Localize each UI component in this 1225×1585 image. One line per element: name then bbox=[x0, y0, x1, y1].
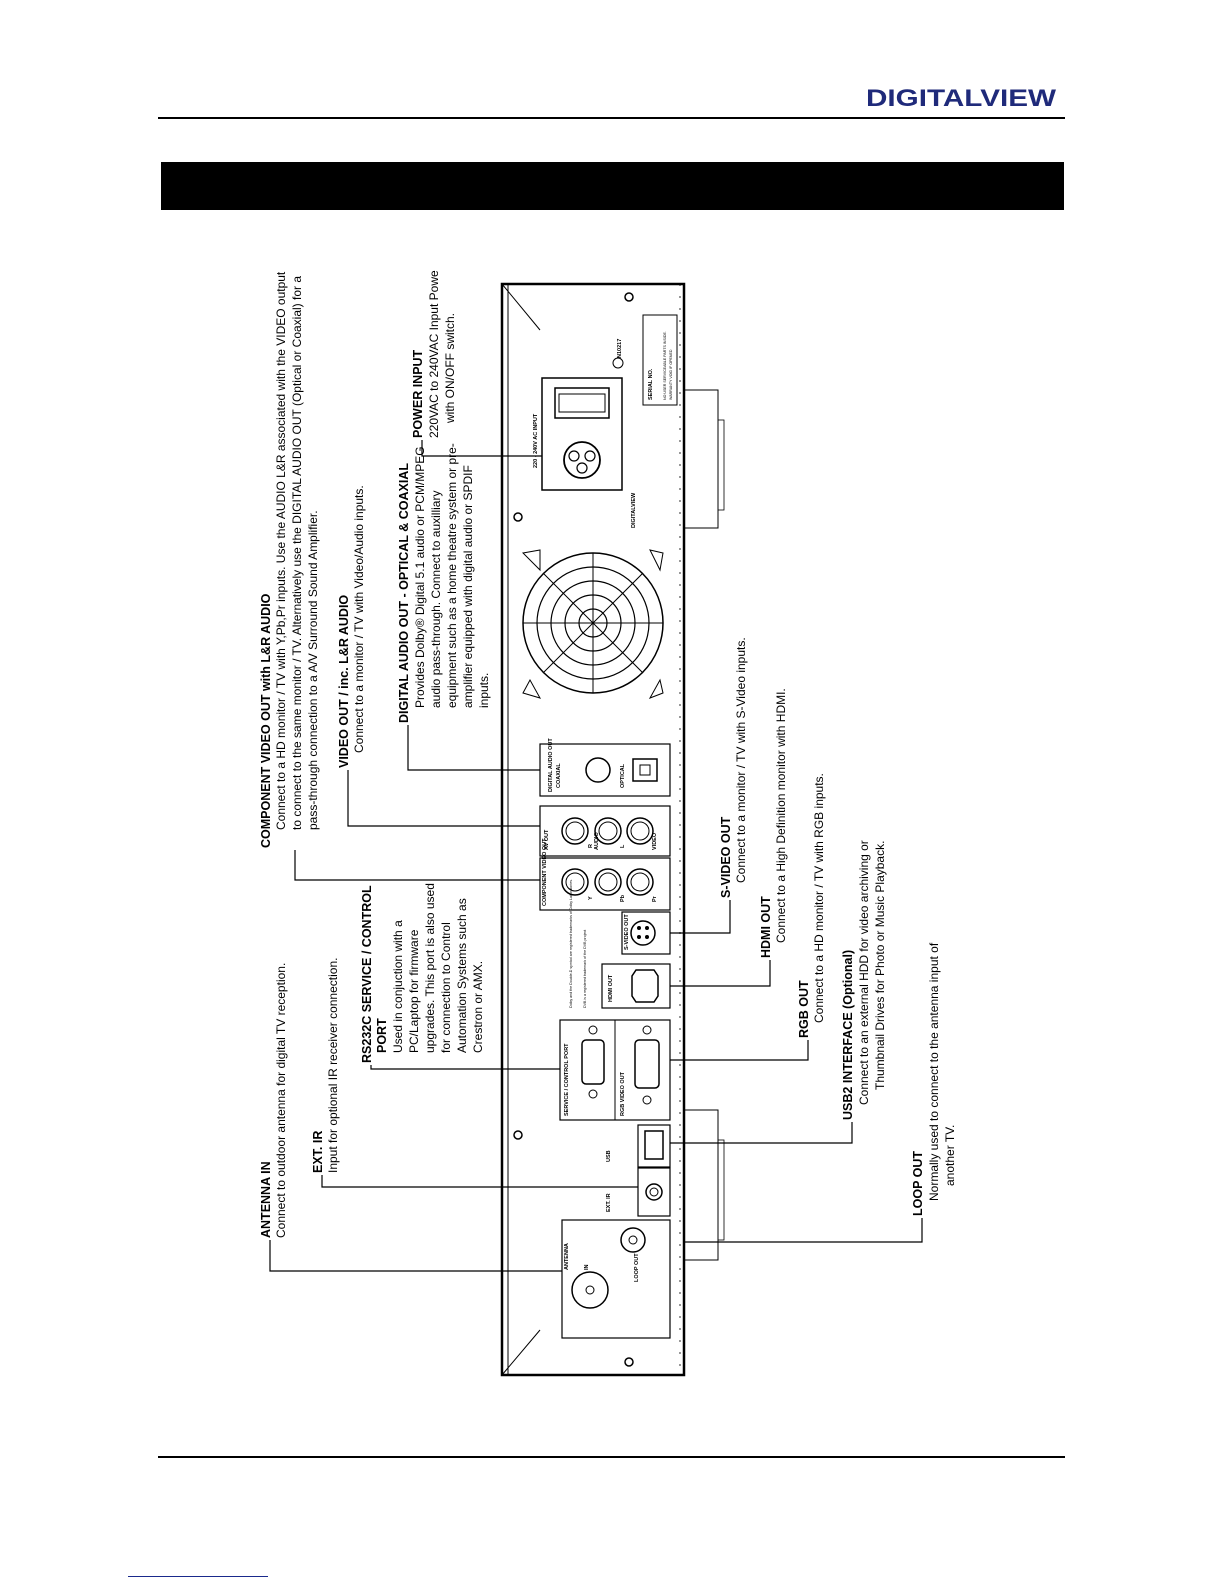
label-ac-input: 220 - 240V AC INPUT bbox=[533, 413, 539, 468]
label-audio: AUDIO bbox=[594, 832, 600, 850]
label-component: COMPONENT VIDEO OUT bbox=[542, 838, 548, 906]
label-dolby-note: Dolby and the Double-D symbol are regist… bbox=[569, 879, 573, 1008]
header-rule bbox=[158, 117, 1065, 119]
label-antenna: ANTENNA bbox=[564, 1243, 570, 1270]
label-warranty: WARRANTY VOID IF OPENED bbox=[669, 349, 673, 400]
callout-usb-title: USB2 INTERFACE (Optional) bbox=[841, 950, 855, 1120]
callout-hdmi: HDMI OUT Connect to a High Definition mo… bbox=[759, 688, 788, 958]
callout-component-line-3: pass-through connection to a A/V Surroun… bbox=[306, 510, 320, 830]
callout-ext-ir-title: EXT. IR bbox=[311, 1131, 325, 1173]
label-av-out: AV OUT bbox=[544, 829, 550, 850]
label-svideo: S-VIDEO OUT bbox=[624, 914, 630, 950]
callout-rs232c: RS232C SERVICE / CONTROL PORT Used in co… bbox=[360, 883, 485, 1063]
label-dvb-note: DVB is a registered trademark of the DVB… bbox=[583, 930, 587, 1008]
callout-component-line-1: Connect to a HD monitor / TV with Y,Pb,P… bbox=[274, 271, 288, 830]
callout-hdmi-body: Connect to a High Definition monitor wit… bbox=[774, 688, 788, 943]
callout-digital-audio: DIGITAL AUDIO OUT - OPTICAL & COAXIAL Pr… bbox=[397, 443, 491, 723]
callout-svideo-body: Connect to a monitor / TV with S-Video i… bbox=[734, 637, 748, 883]
label-pb: Pb bbox=[620, 894, 626, 902]
callout-rgb-body: Connect to a HD monitor / TV with RGB in… bbox=[812, 773, 826, 1023]
callout-rs232c-line-4: for connection to Control bbox=[439, 922, 453, 1053]
label-pr: Pr bbox=[652, 895, 658, 902]
label-optical: OPTICAL bbox=[620, 763, 626, 788]
callout-antenna-in: ANTENNA IN Connect to outdoor antenna fo… bbox=[259, 963, 288, 1238]
callout-digital-audio-line-5: inputs. bbox=[477, 673, 491, 708]
callout-hdmi-title: HDMI OUT bbox=[759, 896, 773, 958]
brand-logo-text: DIGITALVIEW bbox=[866, 85, 1056, 112]
callout-component-title: COMPONENT VIDEO OUT with L&R AUDIO bbox=[259, 593, 273, 848]
label-no-user: NO USER SERVICEABLE PARTS INSIDE. bbox=[663, 331, 667, 400]
callout-usb: USB2 INTERFACE (Optional) Connect to an … bbox=[841, 840, 887, 1120]
device-rear-panel bbox=[500, 282, 725, 1377]
callout-rs232c-title2: PORT bbox=[375, 1018, 389, 1053]
callout-rgb: RGB OUT Connect to a HD monitor / TV wit… bbox=[797, 773, 826, 1038]
callout-rs232c-line-1: Used in conjuction with a bbox=[391, 920, 405, 1053]
callout-digital-audio-title: DIGITAL AUDIO OUT - OPTICAL & COAXIAL bbox=[397, 463, 411, 723]
callout-digital-audio-line-2: audio pass-through. Connect to auxilliar… bbox=[429, 491, 443, 708]
label-coaxial: COAXIAL bbox=[556, 763, 562, 788]
callout-rs232c-line-3: upgrades. This port is also used bbox=[423, 883, 437, 1053]
label-hdmi: HDMI OUT bbox=[608, 974, 614, 1002]
callout-usb-line-2: Thumbnail Drives for Photo or Music Play… bbox=[873, 841, 887, 1090]
label-digital-audio: DIGITAL AUDIO OUT bbox=[548, 738, 554, 792]
label-brand-small: DIGITALVIEW bbox=[631, 492, 637, 528]
callout-rgb-title: RGB OUT bbox=[797, 980, 811, 1038]
rear-panel-diagram: 220 - 240V AC INPUT SERIAL NO. N10217 DI… bbox=[240, 270, 1010, 1390]
callout-usb-line-1: Connect to an external HDD for video arc… bbox=[857, 840, 871, 1105]
callouts: ANTENNA IN Connect to outdoor antenna fo… bbox=[259, 270, 957, 1238]
leader-lines bbox=[269, 440, 923, 1272]
callout-ext-ir-body: Input for optional IR receiver connectio… bbox=[326, 958, 340, 1173]
callout-video-out-body: Connect to a monitor / TV with Video/Aud… bbox=[352, 485, 366, 753]
callout-rs232c-line-2: PC/Laptop for firmware bbox=[407, 929, 421, 1053]
callout-rs232c-line-5: Automation Systems such as bbox=[455, 898, 469, 1053]
callout-digital-audio-line-3: equipment such as a home theatre system … bbox=[445, 443, 459, 708]
label-usb: USB bbox=[606, 1150, 612, 1162]
callout-video-out: VIDEO OUT / inc. L&R AUDIO Connect to a … bbox=[337, 485, 366, 768]
label-r: R bbox=[588, 844, 594, 848]
brand-logo: DIGITALVIEW bbox=[866, 82, 1066, 112]
label-video: VIDEO bbox=[652, 832, 658, 850]
callout-loop-out: LOOP OUT Normally used to connect to the… bbox=[911, 942, 957, 1216]
callout-ext-ir: EXT. IR Input for optional IR receiver c… bbox=[311, 958, 340, 1173]
callout-power-line-1: 220VAC to 240VAC Input Power bbox=[427, 270, 441, 438]
footer-link-underline bbox=[128, 1576, 268, 1577]
label-ext-ir: EXT. IR bbox=[606, 1193, 612, 1212]
callout-loop-line-1: Normally used to connect to the antenna … bbox=[927, 942, 941, 1201]
callout-antenna-title: ANTENNA IN bbox=[259, 1161, 273, 1238]
callout-loop-line-2: another TV. bbox=[943, 1125, 957, 1186]
callout-digital-audio-line-1: Provides Dolby® Digital 5.1 audio or PCM… bbox=[413, 446, 427, 708]
callout-rs232c-title: RS232C SERVICE / CONTROL bbox=[360, 885, 374, 1063]
callout-svideo: S-VIDEO OUT Connect to a monitor / TV wi… bbox=[719, 637, 748, 898]
callout-digital-audio-line-4: amplifier equipped with digital audio or… bbox=[461, 465, 475, 708]
callout-svideo-title: S-VIDEO OUT bbox=[719, 816, 733, 898]
panel-labels: 220 - 240V AC INPUT SERIAL NO. N10217 DI… bbox=[533, 331, 673, 1282]
callout-power-line-2: with ON/OFF switch. bbox=[443, 313, 457, 424]
label-in: IN bbox=[584, 1264, 590, 1270]
callout-video-out-title: VIDEO OUT / inc. L&R AUDIO bbox=[337, 595, 351, 768]
label-l: L bbox=[620, 844, 626, 848]
label-service: SERVICE / CONTROL PORT bbox=[564, 1043, 570, 1116]
callout-component-line-2: to connect to the same monitor / TV. Alt… bbox=[290, 276, 304, 830]
callout-component: COMPONENT VIDEO OUT with L&R AUDIO Conne… bbox=[259, 271, 320, 848]
label-serial: SERIAL NO. bbox=[648, 368, 654, 400]
callout-power-title: POWER INPUT bbox=[411, 349, 425, 438]
callout-rs232c-line-6: Crestron or AMX. bbox=[471, 961, 485, 1053]
label-loop-out: LOOP OUT bbox=[634, 1253, 640, 1282]
label-rgb: RGB VIDEO OUT bbox=[620, 1071, 626, 1116]
label-cert: N10217 bbox=[617, 339, 623, 358]
label-y: Y bbox=[588, 896, 594, 900]
callout-power-input: POWER INPUT 220VAC to 240VAC Input Power… bbox=[411, 270, 457, 438]
callout-antenna-body: Connect to outdoor antenna for digital T… bbox=[274, 963, 288, 1238]
footer-rule bbox=[158, 1456, 1065, 1458]
section-banner bbox=[161, 162, 1064, 210]
callout-loop-title: LOOP OUT bbox=[911, 1151, 925, 1216]
